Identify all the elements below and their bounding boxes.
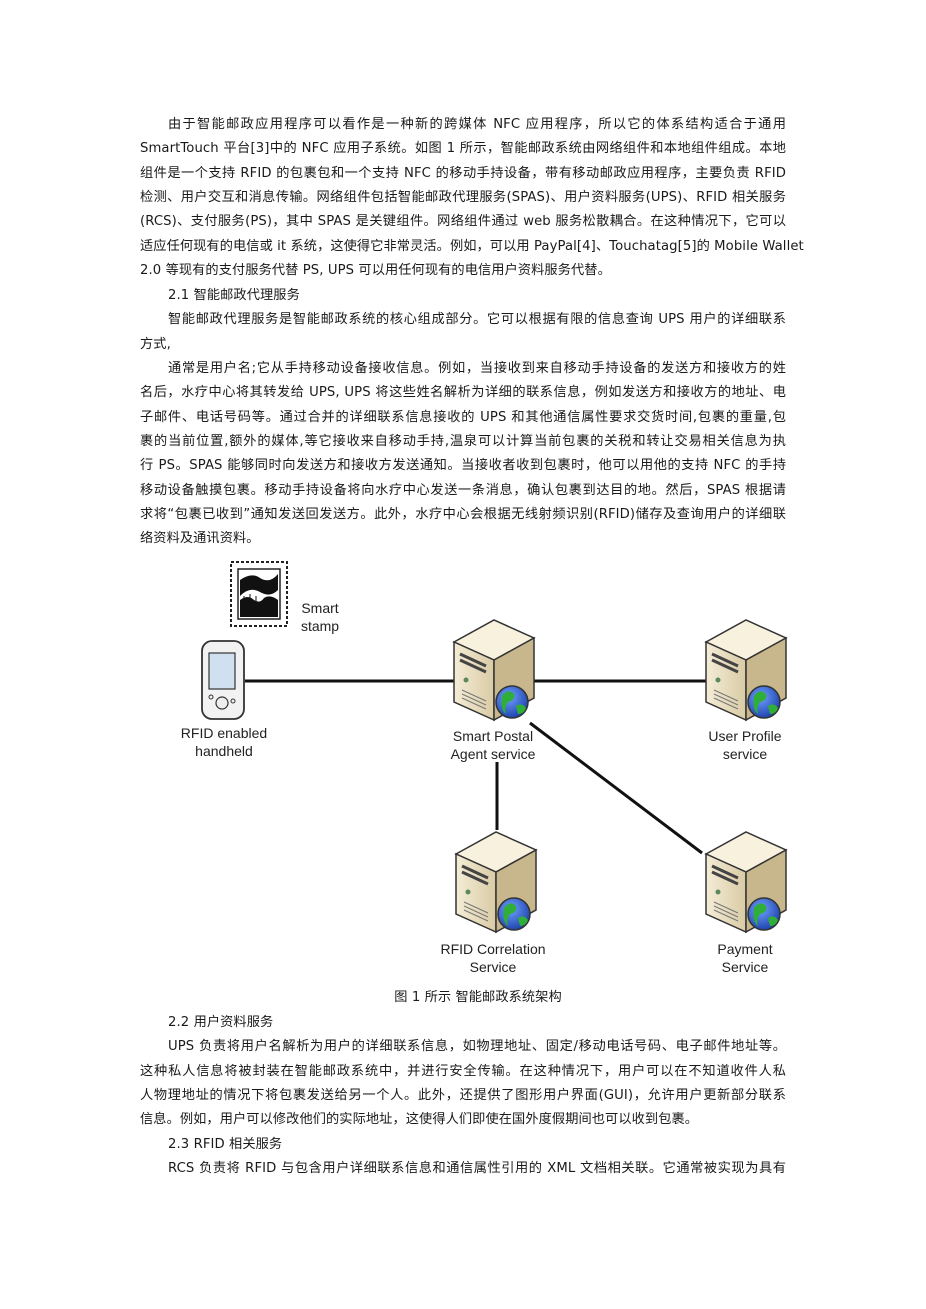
body-text-line: 方式, — [140, 337, 171, 352]
body-text-line: 子邮件、电话号码等。通过合并的详细联系信息接收的 UPS 和其他通信属性要求交货… — [140, 410, 786, 425]
architecture-diagram — [201, 561, 788, 934]
body-text-line: 求将“包裹已收到”通知发送回发送方。此外，水疗中心会根据无线射频识别(RFID)… — [140, 507, 786, 522]
body-text-line: 行 PS。SPAS 能够同时向发送方和接收方发送通知。当接收者收到包裹时，他可以… — [140, 458, 786, 473]
section-heading-2-2: 2.2 用户资料服务 — [168, 1015, 274, 1030]
body-text-line: 智能邮政代理服务是智能邮政系统的核心组成部分。它可以根据有限的信息查询 UPS … — [168, 312, 786, 327]
body-text-line: 组件是一个支持 RFID 的包裹包和一个支持 NFC 的移动手持设备，带有移动邮… — [140, 166, 786, 181]
body-text-line: 名后，水疗中心将其转发给 UPS, UPS 将这些姓名解析为详细的联系信息，例如… — [140, 385, 786, 400]
body-text-line: 裹的当前位置,额外的媒体,等它接收来自移动手持,温泉可以计算当前包裹的关税和转让… — [140, 434, 786, 449]
rfid-handheld-icon — [201, 640, 245, 720]
body-text-line: 检测、用户交互和消息传输。网络组件包括智能邮政代理服务(SPAS)、用户资料服务… — [140, 190, 786, 205]
body-text-line: 通常是用户名;它从手持移动设备接收信息。例如，当接收到来自移动手持设备的发送方和… — [168, 361, 786, 376]
connection-spas-payment — [529, 721, 703, 855]
body-text-line: 由于智能邮政应用程序可以看作是一种新的跨媒体 NFC 应用程序，所以它的体系结构… — [168, 117, 786, 132]
spas-server-icon — [452, 618, 536, 722]
figure-caption: 图 1 所示 智能邮政系统架构 — [394, 990, 562, 1005]
section-heading-2-3: 2.3 RFID 相关服务 — [168, 1137, 283, 1152]
body-text-line: RCS 负责将 RFID 与包含用户详细联系信息和通信属性引用的 XML 文档相… — [168, 1161, 786, 1176]
body-text-line: 2.0 等现有的支付服务代替 PS, UPS 可以用任何现有的电信用户资料服务代… — [140, 263, 611, 278]
rcs-server-icon — [454, 830, 538, 934]
body-text-line: 信息。例如，用户可以修改他们的实际地址，这使得人们即使在国外度假期间也可以收到包… — [140, 1112, 699, 1127]
body-text-line: 适应任何现有的电信或 it 系统，这使得它非常灵活。例如，可以用 PayPal[… — [140, 239, 804, 254]
body-text-line: 络资料及通讯资料。 — [140, 531, 260, 546]
body-text-line: 这种私人信息将被封装在智能邮政系统中，并进行安全传输。在这种情况下，用户可以在不… — [140, 1064, 786, 1079]
body-text-line: UPS 负责将用户名解析为用户的详细联系信息，如物理地址、固定/移动电话号码、电… — [168, 1039, 786, 1054]
body-text-line: 移动设备触摸包裹。移动手持设备将向水疗中心发送一条消息，确认包裹到达目的地。然后… — [140, 483, 786, 498]
ups-server-icon — [704, 618, 788, 722]
body-text-line: 人物理地址的情况下将包裹发送给另一个人。此外，还提供了图形用户界面(GUI)，允… — [140, 1088, 786, 1103]
smart-stamp-icon — [230, 561, 288, 627]
section-heading-2-1: 2.1 智能邮政代理服务 — [168, 288, 300, 303]
payment-server-icon — [704, 830, 788, 934]
body-text-line: SmartTouch 平台[3]中的 NFC 应用子系统。如图 1 所示，智能邮… — [140, 141, 786, 156]
body-text-line: (RCS)、支付服务(PS)，其中 SPAS 是关键组件。网络组件通过 web … — [140, 214, 786, 229]
